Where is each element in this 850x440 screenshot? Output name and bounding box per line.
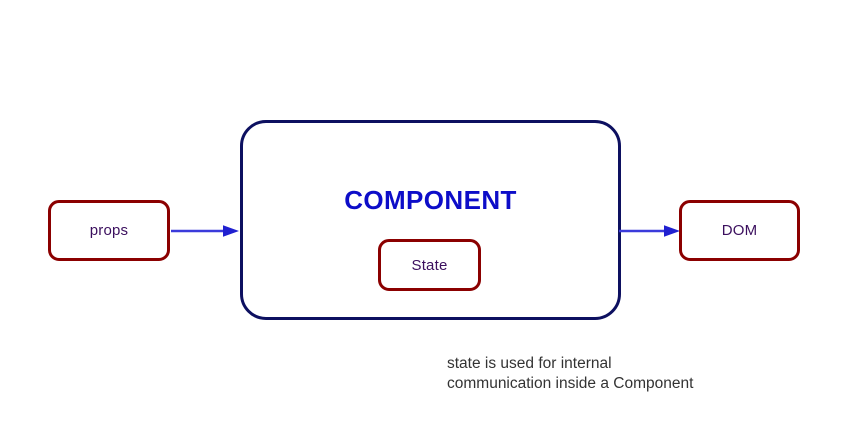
diagram-caption: state is used for internal communication… [447,355,694,392]
dom-node[interactable]: DOM [679,200,800,261]
state-node-label: State [411,256,448,274]
arrow-props-to-component-icon [171,225,239,237]
component-title: COMPONENT [344,185,517,215]
arrow-component-to-dom-icon [619,225,680,237]
component-node[interactable]: COMPONENT [240,120,621,320]
props-node-label: props [89,222,129,239]
state-node[interactable]: State [378,239,481,291]
dom-node-label: DOM [721,222,758,239]
props-node[interactable]: props [48,200,170,261]
